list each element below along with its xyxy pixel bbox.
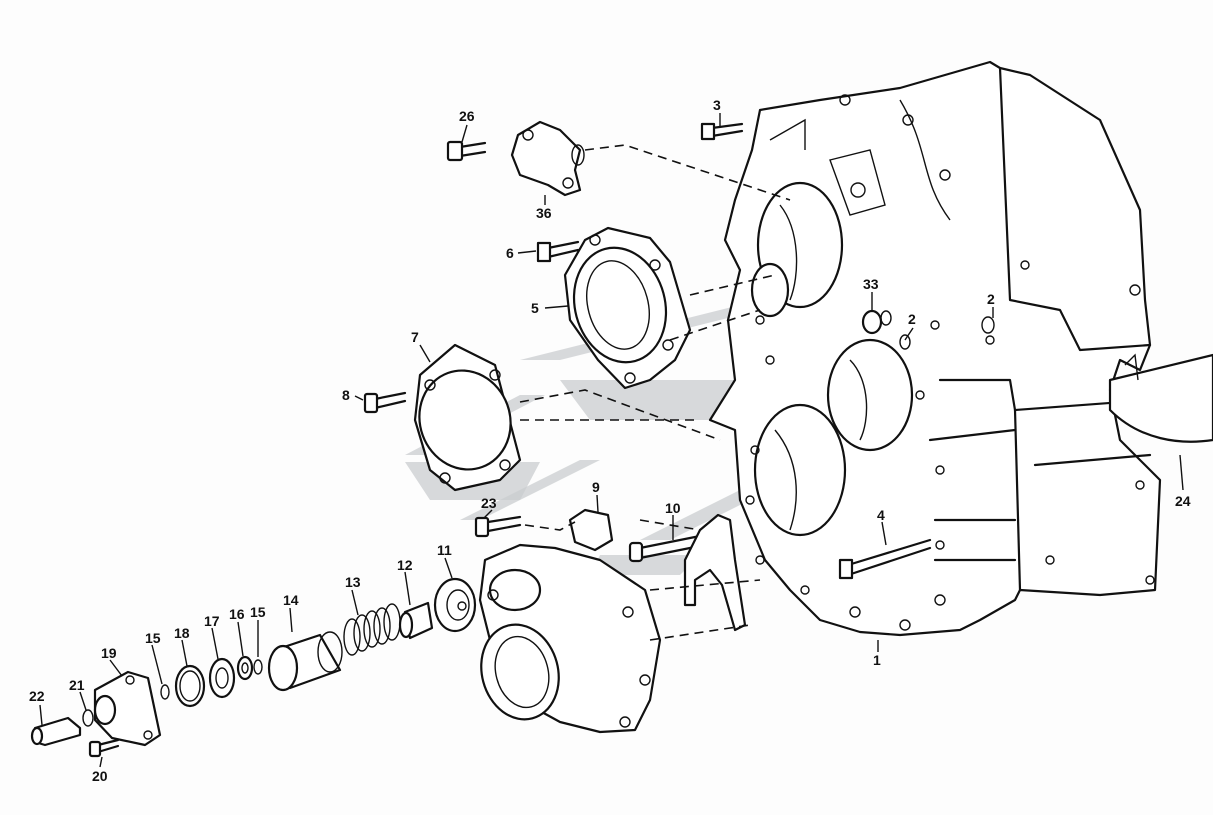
shift-fork (683, 513, 747, 632)
end-cap-19 (93, 670, 162, 747)
callout-19: 19 (101, 645, 117, 661)
bolt-8 (363, 391, 407, 414)
sleeve-14 (267, 631, 343, 692)
bearing-flange-5 (563, 226, 692, 390)
callout-16: 16 (229, 606, 245, 622)
callout-17: 17 (204, 613, 220, 629)
transmission-housing (708, 60, 1162, 637)
pin-10 (628, 533, 707, 563)
ring-18 (174, 664, 206, 708)
callout-21: 21 (69, 677, 85, 693)
bolt-23 (474, 515, 522, 538)
piston-12 (398, 601, 434, 640)
bracket-36 (510, 120, 585, 197)
callout-26: 26 (459, 108, 475, 124)
callout-18: 18 (174, 625, 190, 641)
callout-13: 13 (345, 574, 361, 590)
callout-12: 12 (397, 557, 413, 573)
seal-17 (208, 657, 236, 699)
plug-33 (861, 309, 892, 335)
cover-plate-7 (413, 343, 522, 492)
callout-22: 22 (29, 688, 45, 704)
callout-14: 14 (283, 592, 299, 608)
callout-1: 1 (873, 652, 881, 668)
callout-15b: 15 (250, 604, 266, 620)
washer-16 (236, 655, 254, 681)
callout-15a: 15 (145, 630, 161, 646)
assembly-lines (519, 144, 791, 641)
callout-2-second: 2 (908, 311, 916, 327)
lower-housing (478, 543, 662, 734)
o-ring-15b (253, 659, 263, 675)
plug-2 (899, 316, 995, 350)
callout-labels: 1 2 2 3 4 5 6 7 8 9 10 11 12 13 14 15 15… (29, 97, 1191, 784)
callout-20: 20 (92, 768, 108, 784)
callout-3: 3 (713, 97, 721, 113)
bolt-6 (536, 240, 580, 263)
bearing-ring-11 (433, 577, 477, 633)
bolt-20 (88, 738, 120, 758)
long-bolt (838, 538, 932, 580)
callout-4: 4 (877, 507, 885, 523)
lug-9 (568, 508, 614, 552)
o-ring-15a (160, 684, 170, 700)
sensor-plug-22 (30, 716, 82, 747)
spring-13 (343, 603, 401, 656)
leader-lines (39, 113, 994, 768)
callout-36: 36 (536, 205, 552, 221)
callout-11: 11 (437, 542, 452, 558)
callout-24: 24 (1175, 493, 1191, 509)
bolt-26 (446, 140, 487, 162)
callout-7: 7 (411, 329, 419, 345)
washer-21 (82, 709, 94, 727)
callout-9: 9 (592, 479, 600, 495)
callout-8: 8 (342, 387, 350, 403)
callout-2: 2 (987, 291, 995, 307)
callout-10: 10 (665, 500, 681, 516)
bolt-3 (700, 122, 744, 141)
callout-33: 33 (863, 276, 879, 292)
callout-23: 23 (481, 495, 497, 511)
callout-5: 5 (531, 300, 539, 316)
callout-6: 6 (506, 245, 514, 261)
